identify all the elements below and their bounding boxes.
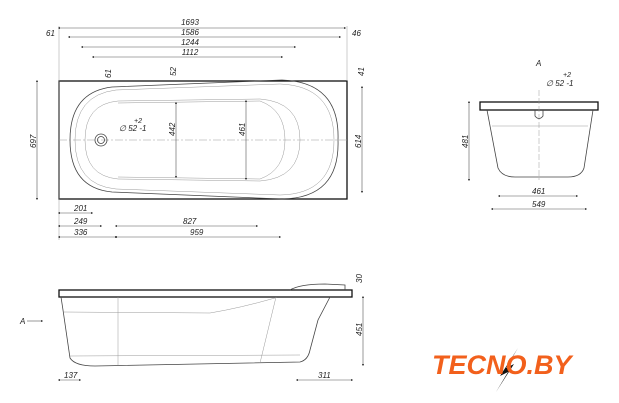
end-view: A +2 ∅ 52 -1 481 461 549 [461,59,599,211]
dim-201: 201 [73,204,87,213]
dim-697: 697 [29,134,38,148]
dim-461-end: 461 [532,187,545,196]
dim-311: 311 [318,371,331,380]
dim-451: 451 [355,323,364,336]
lightning-icon [496,348,518,392]
drain-tolerance: +2 [134,118,142,125]
dim-52: 52 [169,67,178,76]
end-drain-label: ∅ 52 -1 [546,79,573,88]
top-view: 1693 1586 1244 1112 61 46 41 52 61 697 6… [29,18,366,240]
dim-1586: 1586 [181,28,199,37]
dim-442: 442 [168,122,177,136]
dim-41: 41 [357,67,366,76]
side-rim [58,289,353,298]
dim-481: 481 [461,135,470,148]
view-label-a: A [535,59,541,68]
dim-61-top: 61 [104,69,113,78]
drain-label: ∅ 52 -1 [119,124,146,133]
dim-46: 46 [352,29,361,38]
dim-827: 827 [183,217,197,226]
tub-rim-outline [69,79,339,200]
view-arrow-label: A [19,317,25,326]
dim-614: 614 [354,134,363,148]
side-view: A 451 30 137 311 [19,274,365,382]
end-drain-tolerance: +2 [563,72,571,79]
dim-549: 549 [532,200,546,209]
drain-icon [94,133,108,147]
dim-461: 461 [238,123,247,136]
tecno-logo: TECNO.BY [432,350,572,380]
dim-1693: 1693 [181,18,199,27]
dim-249: 249 [73,217,88,226]
dim-959: 959 [190,228,204,237]
dim-336: 336 [74,228,88,237]
dim-1244: 1244 [181,38,199,47]
dim-1112: 1112 [182,48,199,57]
dim-137: 137 [64,371,78,380]
dim-30: 30 [355,274,364,283]
dim-61-left: 61 [46,29,55,38]
